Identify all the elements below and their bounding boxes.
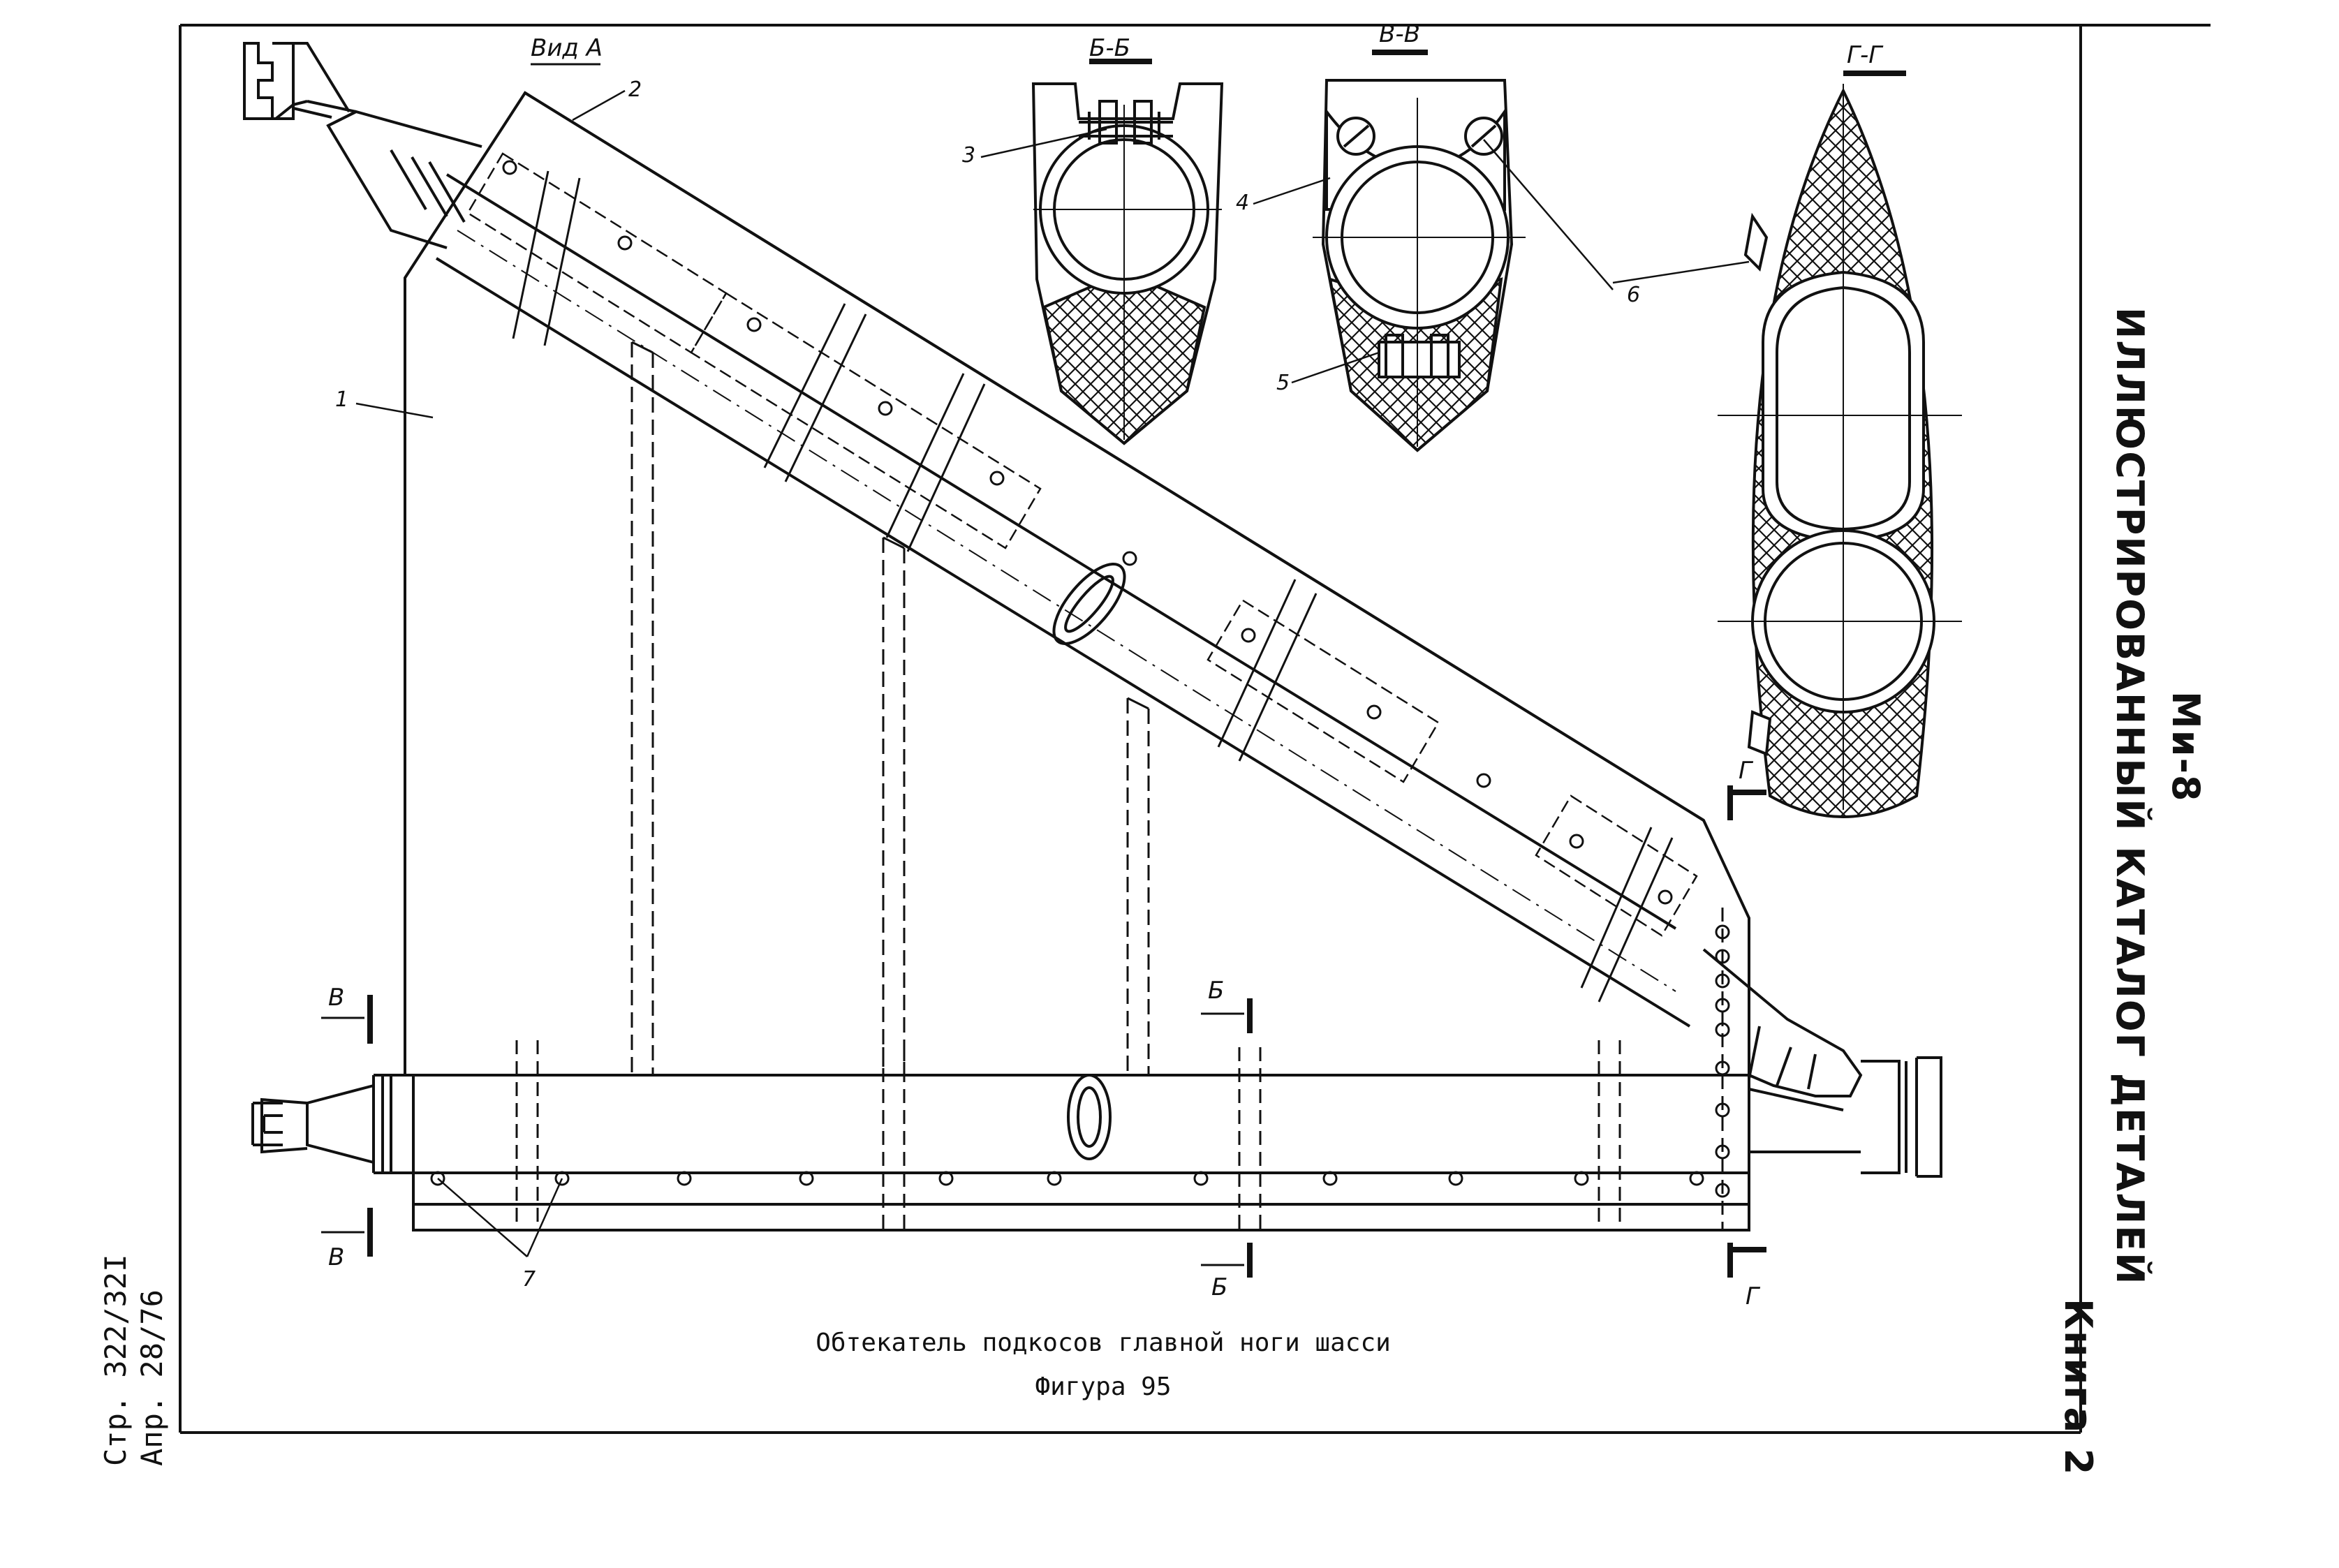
view-a-label: Вид А	[531, 34, 603, 62]
cut-marker-b-bottom: Б	[1211, 1273, 1227, 1301]
section-gg-view	[1718, 84, 1962, 818]
figure-caption: Обтекатель подкосов главной ноги шасси	[816, 1329, 1391, 1357]
aircraft-model: Ми-8	[2164, 691, 2208, 803]
figure-number: Фигура 95	[1035, 1373, 1171, 1401]
drawing-frame	[179, 24, 2211, 1434]
callout-5: 5	[1276, 371, 1290, 395]
cut-marker-v-bottom: В	[328, 1243, 344, 1271]
callout-4: 4	[1236, 191, 1249, 215]
cut-marker-v-top: В	[328, 984, 344, 1012]
callout-6: 6	[1627, 283, 1640, 307]
catalog-title: ИЛЛЮСТРИРОВАННЫЙ КАТАЛОГ ДЕТАЛЕЙ	[2108, 307, 2152, 1286]
callout-3: 3	[962, 143, 975, 168]
cut-marker-b-top: Б	[1208, 977, 1224, 1005]
page-number: Стр. 322/32I	[98, 1254, 133, 1466]
cut-marker-g-bottom: Г	[1746, 1282, 1761, 1310]
section-vv-view	[1313, 79, 1526, 452]
section-cut-markers	[321, 50, 1906, 1278]
section-bb-label: Б-Б	[1089, 34, 1130, 62]
section-vv-label: В-В	[1379, 20, 1420, 48]
callout-2: 2	[628, 77, 642, 102]
callout-leaders	[355, 89, 1750, 1257]
book-number: Книга 2	[2056, 1299, 2100, 1477]
cut-marker-g-top: Г	[1739, 757, 1754, 785]
revision-date: Апр. 28/76	[135, 1289, 169, 1466]
page-info: Стр. 322/32I Апр. 28/76	[98, 1255, 170, 1466]
callout-1: 1	[335, 387, 348, 412]
section-bb-view	[1031, 82, 1224, 445]
fairing-main-view	[243, 42, 1942, 1232]
section-gg-label: Г-Г	[1847, 41, 1884, 69]
callout-7: 7	[522, 1267, 536, 1292]
